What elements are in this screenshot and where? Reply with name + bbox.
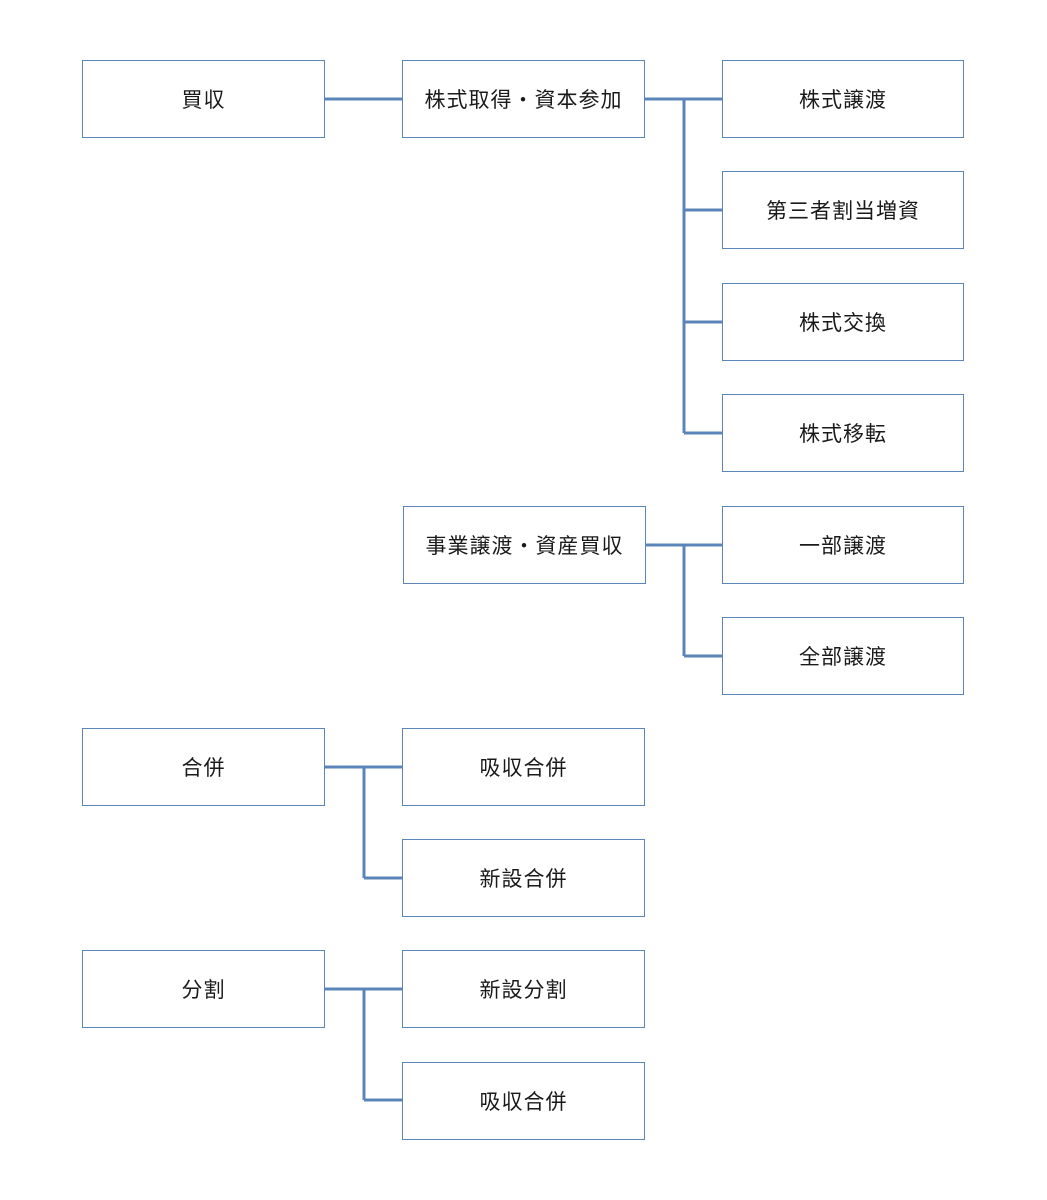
node-label: 株式譲渡 — [799, 88, 887, 112]
node-label: 全部譲渡 — [799, 645, 887, 669]
node-share-transfer: 株式譲渡 — [722, 60, 964, 138]
node-third-party-allotment: 第三者割当増資 — [722, 171, 964, 249]
node-acquisition: 買収 — [82, 60, 325, 138]
node-label: 事業譲渡・資産買収 — [425, 534, 624, 558]
node-label: 株式移転 — [799, 422, 887, 446]
node-split: 分割 — [82, 950, 325, 1028]
node-merger: 合併 — [82, 728, 325, 806]
node-label: 株式取得・資本参加 — [424, 88, 623, 112]
node-label: 合併 — [181, 756, 226, 780]
node-split-absorption: 吸収合併 — [402, 1062, 645, 1140]
node-label: 分割 — [181, 978, 226, 1002]
node-share-acquisition: 株式取得・資本参加 — [402, 60, 645, 138]
node-label: 買収 — [181, 88, 226, 112]
node-split-new: 新設分割 — [402, 950, 645, 1028]
node-partial-transfer: 一部譲渡 — [722, 506, 964, 584]
node-label: 一部譲渡 — [799, 534, 887, 558]
node-label: 吸収合併 — [479, 1090, 568, 1114]
node-merger-absorption: 吸収合併 — [402, 728, 645, 806]
node-label: 株式交換 — [799, 311, 887, 335]
node-full-transfer: 全部譲渡 — [722, 617, 964, 695]
node-label: 新設分割 — [479, 978, 568, 1002]
node-label: 吸収合併 — [479, 756, 568, 780]
node-share-exchange: 株式交換 — [722, 283, 964, 361]
node-label: 新設合併 — [479, 867, 568, 891]
node-merger-new: 新設合併 — [402, 839, 645, 917]
node-label: 第三者割当増資 — [766, 199, 920, 223]
node-share-transfer-holding: 株式移転 — [722, 394, 964, 472]
node-business-transfer: 事業譲渡・資産買収 — [403, 506, 646, 584]
